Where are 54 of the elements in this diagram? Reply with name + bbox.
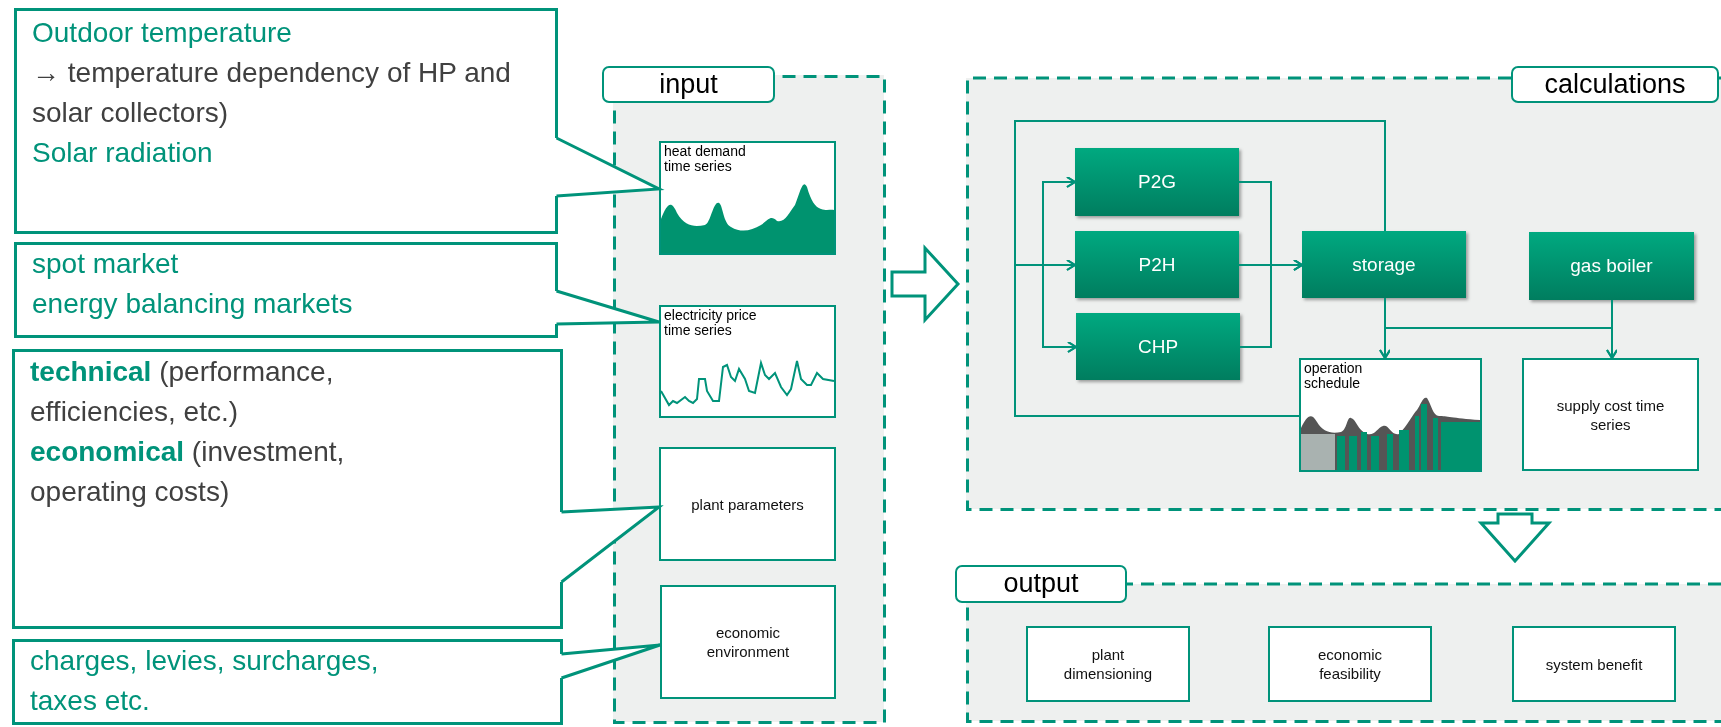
box-label: heat demand time series [664,144,747,174]
arrow [1239,259,1303,348]
callout-text: spot market [32,247,179,281]
panel-tab: calculations [1511,66,1719,103]
callout-pointer [555,136,665,198]
box-label: gas boiler [1570,255,1653,277]
callout-text: Outdoor temperature [32,16,292,50]
callout-text: charges, levies, surcharges, taxes etc. [30,644,380,718]
block-arrow [890,244,961,324]
component-box [1075,148,1239,216]
box-label: electricity price time series [664,308,758,338]
process-box [1522,358,1699,471]
callout-box [14,242,558,338]
component-box [1075,231,1239,298]
box-label: supply cost time series [1555,395,1666,434]
block-arrow [1477,512,1553,564]
arrow [1606,299,1618,359]
process-box [1268,626,1432,702]
callout-text: economical (investment, operating costs) [30,435,346,509]
box-label: system benefit [1545,654,1643,674]
box-label: plant dimensioning [1062,645,1154,683]
chart-box [659,305,836,418]
callout-pointer [560,505,664,584]
callout-box [14,8,558,234]
callout-box [12,639,563,725]
box-label: plant parameters [691,494,804,514]
box-label: economic feasibility [1316,645,1384,683]
process-box [659,447,836,561]
dashed-panel [955,565,1721,723]
callout-pointer [555,289,661,326]
component-box [1076,313,1240,380]
component-box [1529,232,1694,300]
box-label: CHP [1137,335,1179,358]
panel-tab: input [602,66,775,103]
box-label: P2H [1138,253,1176,276]
callout-box [12,349,563,629]
dashed-panel [966,66,1721,511]
box-label: economic environment [705,623,791,661]
callout-text: energy balancing markets [32,287,353,321]
arrow [1014,120,1386,353]
callout-text: Solar radiation [32,136,213,170]
panel-tab: output [955,565,1127,603]
dashed-panel [602,66,886,724]
component-box [1302,231,1466,298]
box-label: operation schedule [1304,361,1364,391]
callout-text: → temperature dependency of HP and solar collectors) [32,56,512,130]
process-box [660,585,836,699]
callout-pointer [560,643,662,680]
callout-text: technical (performance, efficiencies, etc.) [30,355,335,429]
process-box [1026,626,1190,702]
chart-box [1299,358,1482,472]
process-box [1512,626,1676,702]
box-label: storage [1352,253,1416,276]
box-label: P2G [1138,171,1176,193]
